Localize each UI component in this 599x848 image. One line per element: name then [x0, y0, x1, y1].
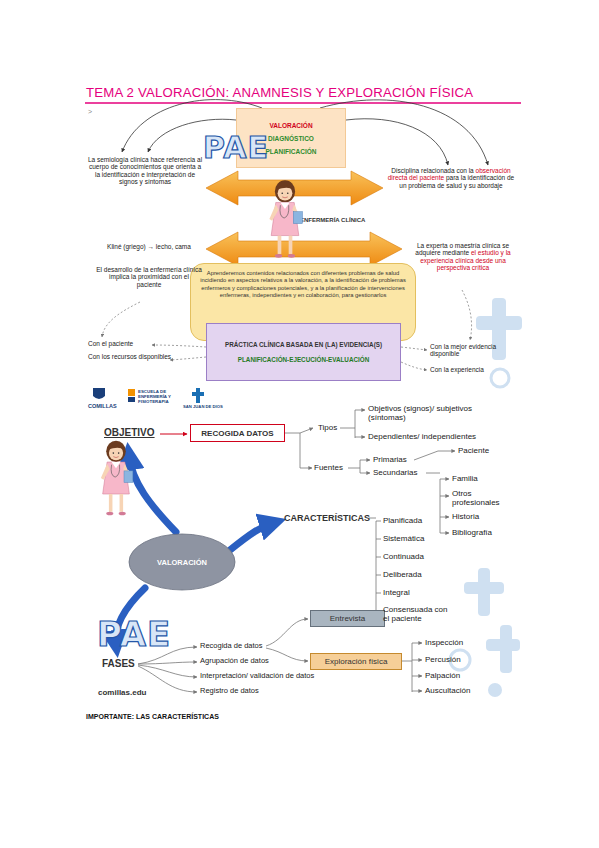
node-text: RECOGIDA DATOS — [201, 429, 273, 438]
text-label: Con la mejor evidencia disponible — [430, 343, 525, 358]
text-label: Deliberada — [383, 570, 422, 579]
node-text: VALORACIÓN — [269, 122, 312, 129]
logo-mark — [128, 397, 135, 402]
text-label: Secundarias — [373, 468, 417, 477]
text-label: Otros profesionales — [452, 489, 518, 507]
node-text: PLANIFICACIÓN-EJECUCIÓN-EVALUACIÓN — [238, 356, 369, 363]
text-label: Recogida de datos — [200, 642, 263, 651]
leader-line — [102, 302, 140, 337]
text-group: Disciplina relacionada con laobservación… — [385, 167, 517, 189]
text-label: FASES — [102, 658, 135, 670]
node-text: DIAGNÓSTICO — [268, 135, 314, 142]
pae-logo-text: PAE — [203, 133, 269, 163]
leader-line — [462, 290, 472, 340]
text-label: La semiología clínica hace referencia al… — [86, 156, 204, 186]
leader-line — [170, 357, 206, 360]
text-label: Inspección — [425, 638, 463, 647]
leader-line — [401, 347, 427, 350]
text-label: Palpación — [425, 671, 460, 680]
text-label: Planificada — [383, 516, 422, 525]
pae-logo-text: PAE — [97, 617, 171, 651]
text-label: Primarias — [373, 455, 407, 464]
double-arrow — [206, 232, 402, 266]
text-label: SAN JUAN DE DIOS — [183, 405, 223, 410]
text-label: OBJETIVO — [104, 427, 155, 439]
text-label: Historia — [452, 512, 479, 521]
process-box: PRÁCTICA CLÍNICA BASADA EN (LA) EVIDENCI… — [206, 323, 401, 381]
text-label: Agrupación de datos — [200, 657, 269, 666]
text-label: IMPORTANTE: LAS CARACTERÍSTICAS — [86, 713, 219, 721]
text-label: Paciente — [458, 446, 489, 455]
nurse-illustration — [269, 180, 302, 257]
text-group: La experta o maestría clínica se adquier… — [404, 242, 522, 272]
blue-arrow — [116, 456, 273, 644]
logo-cross — [192, 388, 204, 403]
node-text: Aprenderemos contenidos relacionados con… — [200, 270, 406, 300]
text-label: Continuada — [383, 552, 424, 561]
text-label: Con el paciente — [88, 340, 133, 347]
page-title: TEMA 2 VALORACIÓN: ANAMNESIS Y EXPLORACI… — [86, 85, 473, 100]
text-label: Interpretación/ validación de datos — [200, 672, 314, 681]
text-label: CARACTERÍSTICAS — [284, 513, 370, 523]
title-rule — [85, 102, 521, 104]
text-label: Kliné (griego) → lecho, cama — [96, 243, 202, 250]
text-label: Percusión — [425, 655, 461, 664]
leader-line — [401, 362, 427, 370]
node-text: PLANIFICACIÓN — [266, 148, 317, 155]
node-text: Entrevista — [330, 614, 366, 623]
curved-arrow — [346, 119, 448, 165]
ellipse-node: VALORACIÓN — [128, 533, 236, 591]
text-run: Disciplina relacionada con la — [391, 167, 473, 174]
node-text: Exploración física — [325, 657, 388, 666]
node-text: VALORACIÓN — [157, 558, 207, 567]
text-label: ESCUELA DE ENFERMERÍA Y FISIOTERAPIA — [138, 389, 186, 404]
text-label: Dependientes/ independientes — [368, 432, 476, 441]
process-box: Exploración física — [310, 653, 402, 670]
text-label: Integral — [383, 588, 410, 597]
text-label: Familia — [452, 474, 478, 483]
cross-decoration — [450, 298, 522, 697]
text-label: Sistemática — [383, 534, 424, 543]
double-arrow — [206, 171, 383, 205]
text-label: > — [88, 108, 92, 116]
text-label: Registro de datos — [200, 687, 259, 696]
text-label: comillas.edu — [98, 688, 146, 697]
process-box: RECOGIDA DATOS — [190, 424, 285, 442]
red-arrow — [160, 434, 187, 435]
nurse-illustration — [101, 441, 133, 516]
node-text: PRÁCTICA CLÍNICA BASADA EN (LA) EVIDENCI… — [225, 341, 382, 349]
logo-crest — [93, 388, 105, 399]
text-label: Consensuada con el paciente — [383, 605, 455, 623]
text-label: COMILLAS — [88, 403, 117, 409]
leader-line — [152, 345, 206, 347]
text-label: Tipos — [318, 423, 337, 432]
text-label: Con la experiencia — [430, 366, 484, 373]
process-box: Entrevista — [310, 610, 385, 627]
text-label: El desarrollo de la enfermería clínica i… — [96, 266, 202, 288]
logo-mark — [128, 389, 135, 396]
text-label: ENFERMERÍA CLÍNICA — [300, 217, 365, 224]
text-label: Bibliografía — [452, 528, 492, 537]
text-label: Objetivos (signos)/ subjetivos (síntomas… — [368, 404, 480, 422]
text-label: Con los recursos disponibles — [88, 353, 173, 360]
text-label: Auscultación — [425, 686, 470, 695]
text-label: Fuentes — [314, 463, 343, 472]
